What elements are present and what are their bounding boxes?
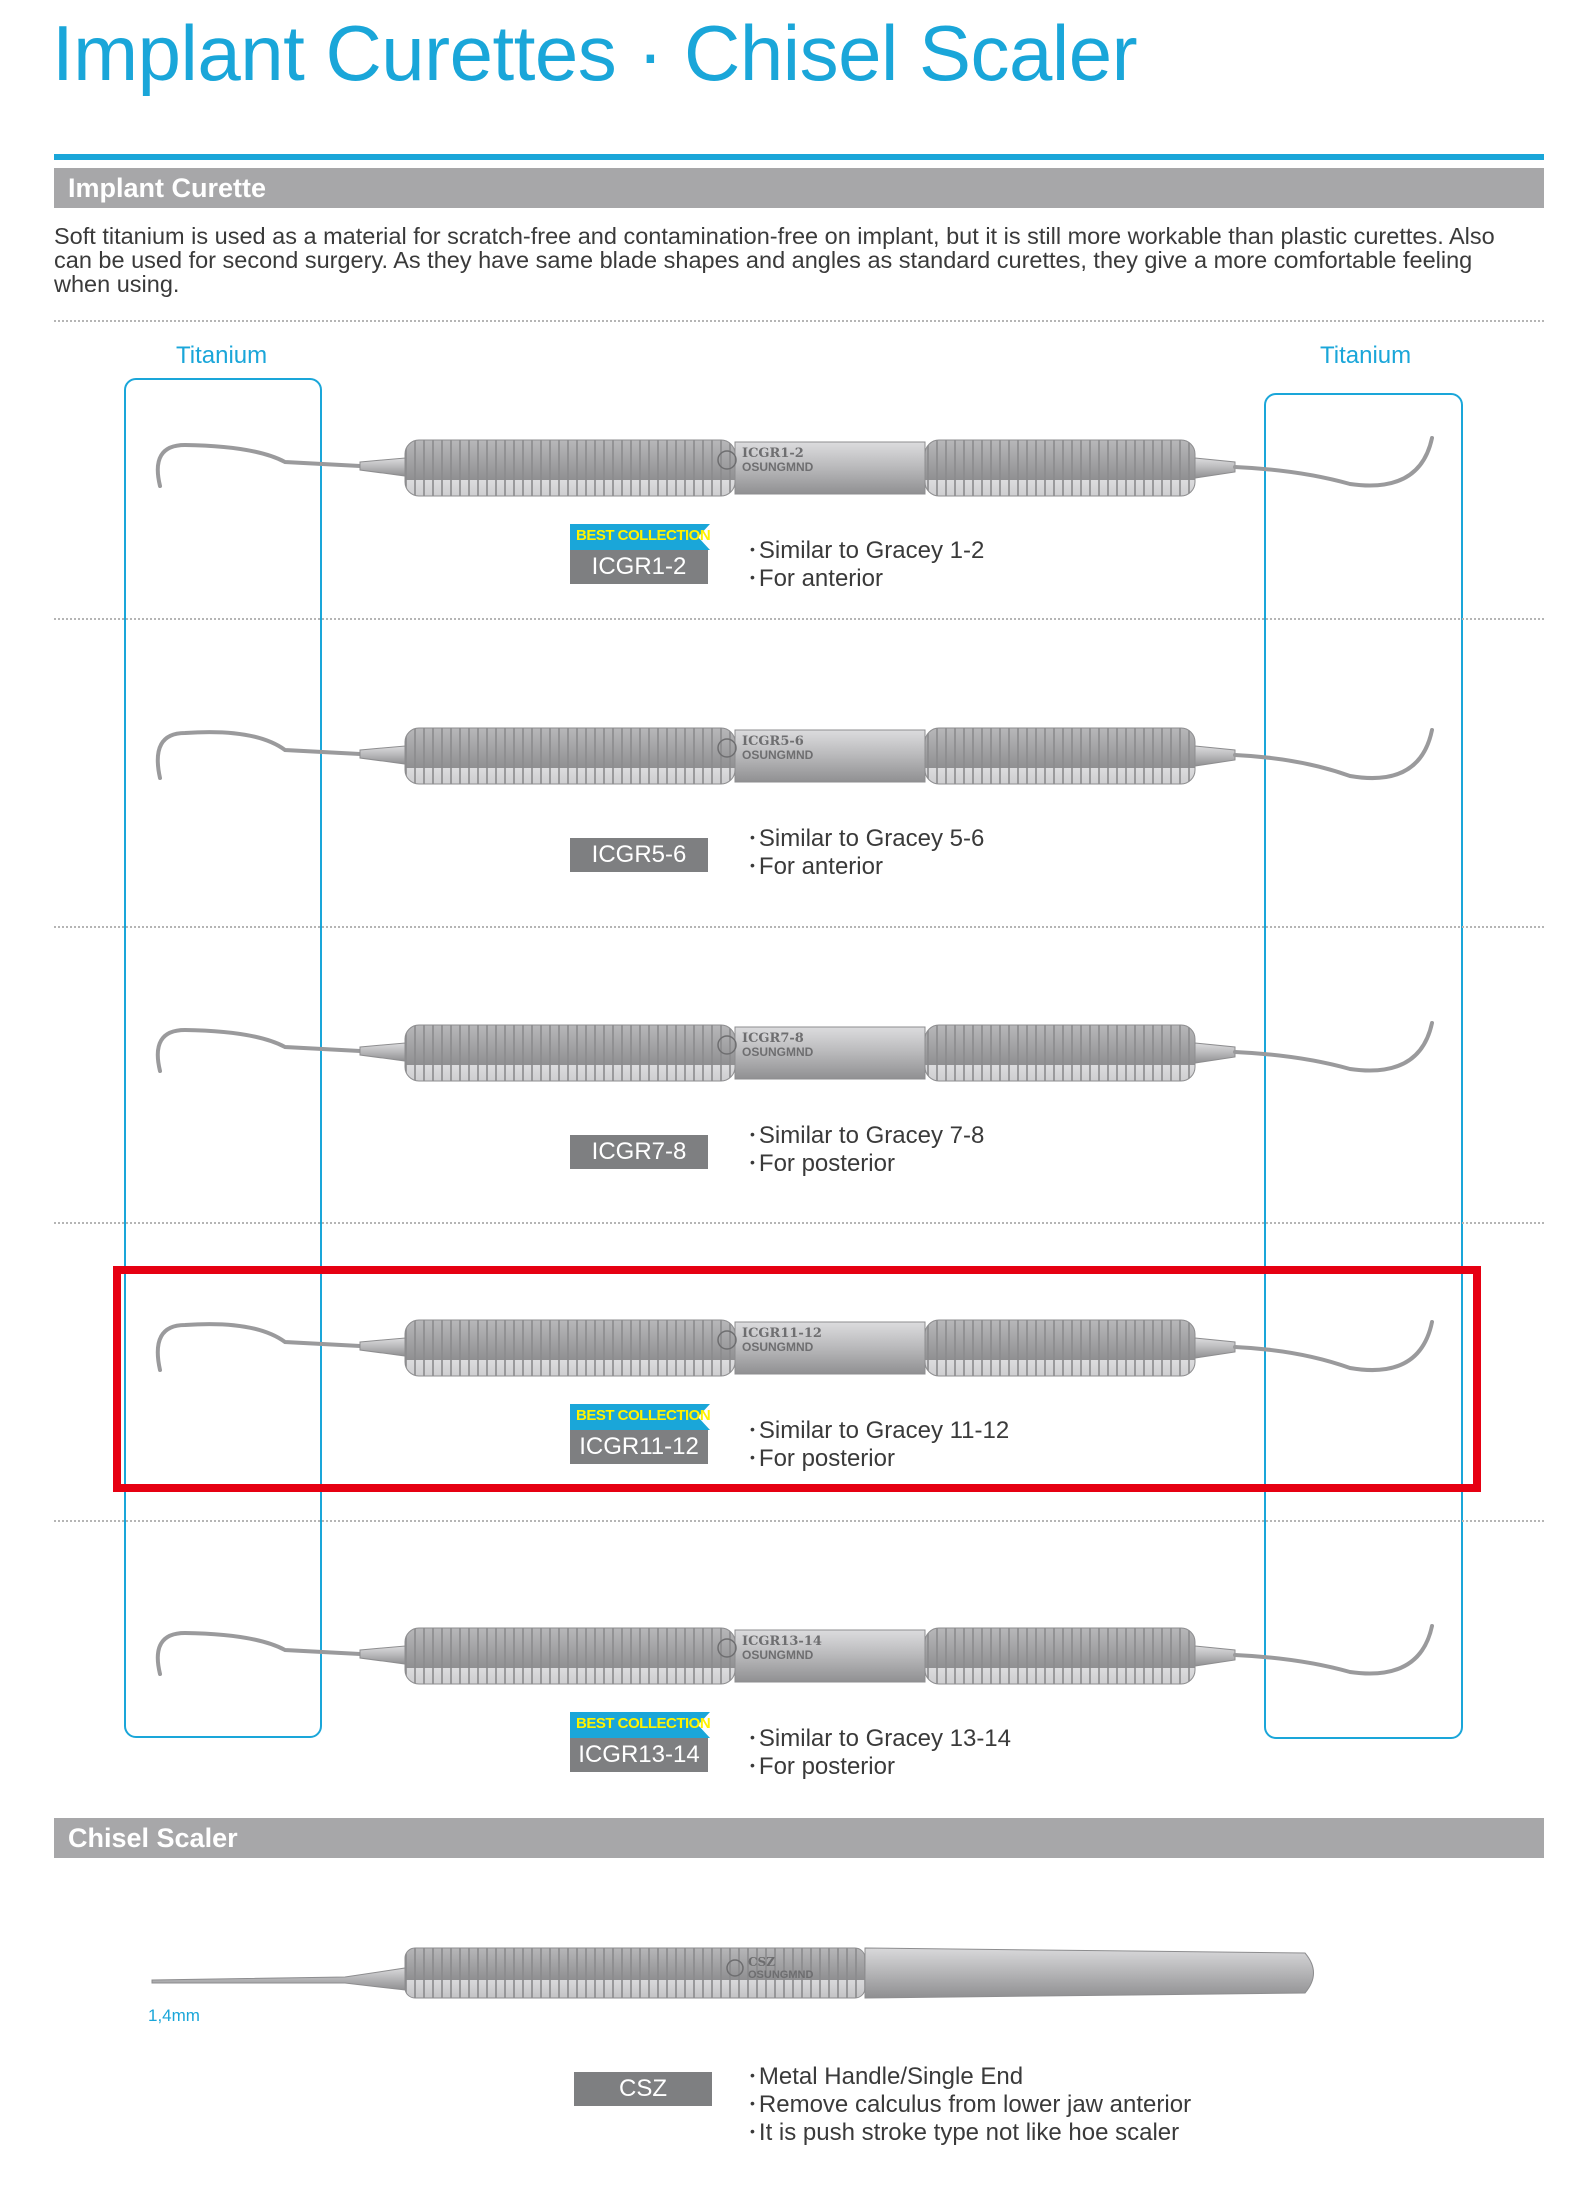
titanium-label-right: Titanium (1320, 342, 1412, 369)
handle-marking: ICGR13-14 (742, 1634, 822, 1649)
description-line: Similar to Gracey 1-2 (750, 536, 984, 564)
product-row: ICGR1-2 OSUNGMND (0, 400, 1590, 520)
description-line: Similar to Gracey 7-8 (750, 1121, 984, 1149)
best-collection-badge: BEST COLLECTION (570, 524, 711, 550)
product-code: ICGR11-12 (570, 1430, 708, 1464)
description-line: For posterior (750, 1444, 1009, 1472)
description-line: For posterior (750, 1149, 984, 1177)
divider (54, 1222, 1544, 1224)
product-row: ICGR7-8 OSUNGMND (0, 985, 1590, 1105)
page-title: Implant Curettes · Chisel Scaler (52, 9, 1138, 97)
chisel-handle-marking: CSZ (748, 1955, 775, 1969)
product-code: ICGR1-2 (570, 550, 708, 584)
chisel-scaler-heading: Chisel Scaler (54, 1818, 1544, 1858)
best-collection-label: BEST COLLECTION (576, 1715, 711, 1732)
divider (54, 926, 1544, 928)
product-description: Similar to Gracey 13-14For posterior (750, 1724, 1011, 1780)
product-code: ICGR13-14 (570, 1738, 708, 1772)
curette-instrument: ICGR1-2 OSUNGMND (155, 436, 1434, 497)
chisel-scaler-instrument: CSZ OSUNGMND (151, 1947, 1314, 1999)
brand-marking: OSUNGMND (742, 1045, 814, 1059)
titanium-label-left: Titanium (176, 342, 268, 369)
handle-marking: ICGR5-6 (742, 734, 804, 749)
highlight-frame (113, 1266, 1481, 1492)
description-line: Remove calculus from lower jaw anterior (750, 2090, 1191, 2118)
best-collection-label: BEST COLLECTION (576, 527, 711, 544)
best-collection-label: BEST COLLECTION (576, 1407, 711, 1424)
best-collection-badge: BEST COLLECTION (570, 1404, 711, 1430)
description-line: For posterior (750, 1752, 1011, 1780)
description-line: For anterior (750, 564, 984, 592)
chisel-brand-marking: OSUNGMND (748, 1969, 813, 1981)
handle-marking: ICGR11-12 (742, 1326, 822, 1341)
divider (54, 320, 1544, 322)
curette-instrument: ICGR13-14 OSUNGMND (155, 1624, 1434, 1685)
implant-curette-description: Soft titanium is used as a material for … (54, 223, 1495, 297)
product-row: ICGR11-12 OSUNGMND (0, 1280, 1590, 1400)
implant-curette-heading: Implant Curette (54, 168, 1544, 208)
product-description: Similar to Gracey 11-12For posterior (750, 1416, 1009, 1472)
product-description: Similar to Gracey 7-8For posterior (750, 1121, 984, 1177)
best-collection-badge: BEST COLLECTION (570, 1712, 711, 1738)
product-row: ICGR13-14 OSUNGMND (0, 1588, 1590, 1708)
title-rule (54, 154, 1544, 160)
divider (54, 1520, 1544, 1522)
brand-marking: OSUNGMND (742, 1340, 814, 1354)
handle-marking: ICGR1-2 (742, 446, 804, 461)
divider (54, 618, 1544, 620)
product-code: ICGR5-6 (570, 838, 708, 872)
description-line: Similar to Gracey 5-6 (750, 824, 984, 852)
product-description: Similar to Gracey 1-2For anterior (750, 536, 984, 592)
product-description: Similar to Gracey 5-6For anterior (750, 824, 984, 880)
description-line: It is push stroke type not like hoe scal… (750, 2118, 1191, 2146)
curette-instrument: ICGR5-6 OSUNGMND (155, 727, 1434, 785)
description-line: For anterior (750, 852, 984, 880)
description-line: Metal Handle/Single End (750, 2062, 1191, 2090)
brand-marking: OSUNGMND (742, 460, 814, 474)
handle-marking: ICGR7-8 (742, 1031, 804, 1046)
tip-size-label: 1,4mm (148, 2006, 200, 2025)
product-code: ICGR7-8 (570, 1135, 708, 1169)
brand-marking: OSUNGMND (742, 748, 814, 762)
titanium-tip-frame-left (124, 378, 322, 1738)
titanium-tip-frame-right (1264, 393, 1463, 1739)
chisel-description: Metal Handle/Single End Remove calculus … (750, 2062, 1191, 2146)
product-row: ICGR5-6 OSUNGMND (0, 688, 1590, 808)
description-line: Similar to Gracey 13-14 (750, 1724, 1011, 1752)
curette-instrument: ICGR11-12 OSUNGMND (155, 1319, 1434, 1377)
curette-instrument: ICGR7-8 OSUNGMND (155, 1021, 1434, 1082)
brand-marking: OSUNGMND (742, 1648, 814, 1662)
description-line: Similar to Gracey 11-12 (750, 1416, 1009, 1444)
product-code-csz: CSZ (574, 2072, 712, 2106)
